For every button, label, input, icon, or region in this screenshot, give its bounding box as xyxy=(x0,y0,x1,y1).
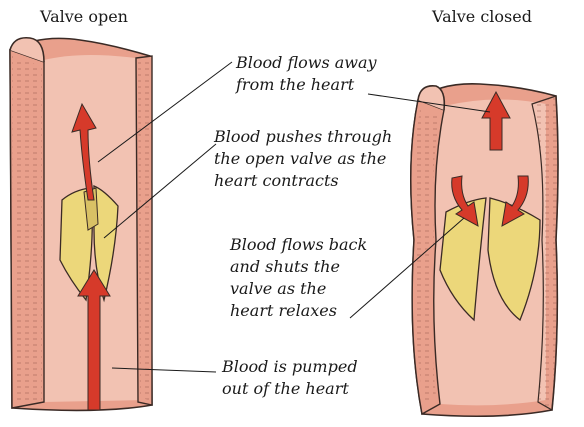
label-flows-back: Blood flows back and shuts the valve as … xyxy=(230,234,367,322)
label-pumped-out: Blood is pumped out of the heart xyxy=(222,356,358,400)
label-pushes-through: Blood pushes through the open valve as t… xyxy=(214,126,392,192)
valve-open-title: Valve open xyxy=(40,6,128,28)
right-vein xyxy=(411,84,558,416)
valve-closed-title: Valve closed xyxy=(432,6,532,28)
left-vein xyxy=(10,38,152,411)
label-flows-away: Blood flows away from the heart xyxy=(236,52,377,96)
